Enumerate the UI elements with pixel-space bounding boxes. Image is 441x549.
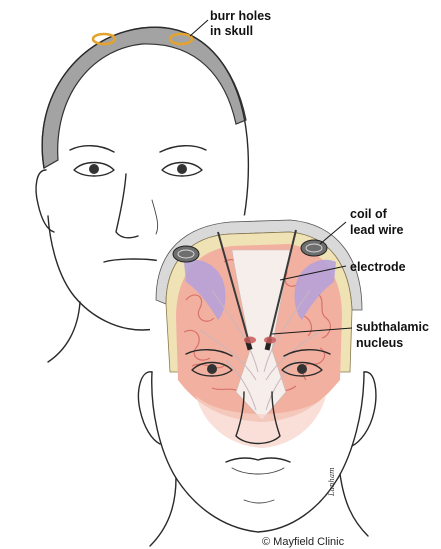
back-left-eyebrow <box>70 146 114 152</box>
front-neck-right <box>340 474 368 536</box>
electrode-text: electrode <box>350 260 406 274</box>
back-nose-right <box>152 200 158 234</box>
burr-holes-text-2: in skull <box>210 24 253 38</box>
label-burr-holes: burr holes in skull <box>190 9 271 38</box>
back-mouth <box>104 259 164 262</box>
coil-left <box>173 246 199 262</box>
coil-right <box>301 240 327 256</box>
leader-burr-holes <box>190 20 208 36</box>
back-neck-left <box>48 302 80 362</box>
burr-holes-text-1: burr holes <box>210 9 271 23</box>
stn-text-1: subthalamic <box>356 320 429 334</box>
stn-right <box>264 337 276 344</box>
back-skull-band <box>42 27 246 168</box>
front-neck-left <box>150 478 176 546</box>
back-left-eye <box>74 163 114 177</box>
artist-signature: Lanham <box>328 467 336 497</box>
front-head: Lanham <box>139 214 376 546</box>
back-nose <box>116 174 138 238</box>
back-left-ear <box>36 170 54 232</box>
back-right-eyebrow <box>160 146 206 152</box>
stn-left <box>244 337 256 344</box>
coil-text-1: coil of <box>350 207 388 221</box>
stn-text-2: nucleus <box>356 336 403 350</box>
copyright: © Mayfield Clinic <box>262 536 345 548</box>
coil-text-2: lead wire <box>350 223 404 237</box>
back-right-eye <box>162 163 202 177</box>
